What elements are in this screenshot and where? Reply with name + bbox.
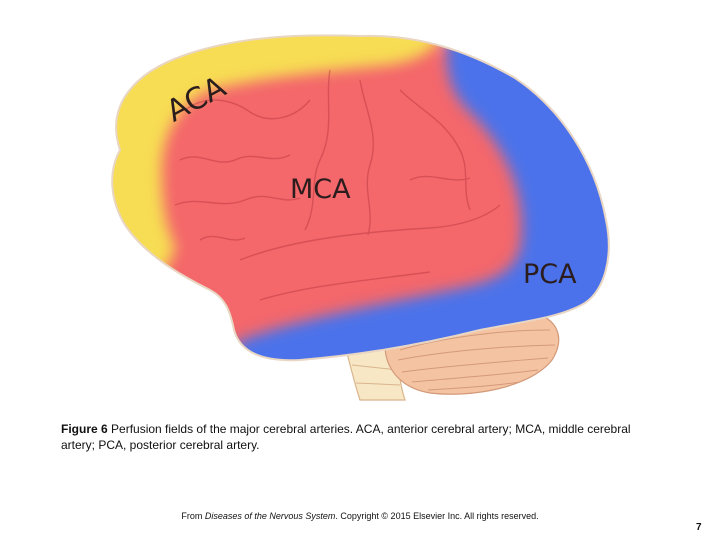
pca-label: PCA [523, 259, 577, 290]
source-line: From Diseases of the Nervous System. Cop… [0, 511, 720, 521]
figure-caption: Figure 6 Perfusion fields of the major c… [61, 421, 661, 453]
source-book-title: Diseases of the Nervous System [204, 511, 336, 521]
aca-territory [112, 35, 450, 300]
brain-outline [111, 34, 610, 362]
pca-territory [236, 35, 609, 361]
page-number: 7 [696, 522, 702, 533]
caption-figure-number: Figure 6 [61, 422, 108, 436]
caption-text: Perfusion fields of the major cerebral a… [61, 422, 631, 452]
source-prefix: From [181, 511, 205, 521]
brain-perfusion-figure: ACA MCA PCA [111, 34, 610, 401]
source-suffix: . Copyright © 2015 Elsevier Inc. All rig… [335, 511, 539, 521]
mca-label: MCA [290, 174, 351, 205]
